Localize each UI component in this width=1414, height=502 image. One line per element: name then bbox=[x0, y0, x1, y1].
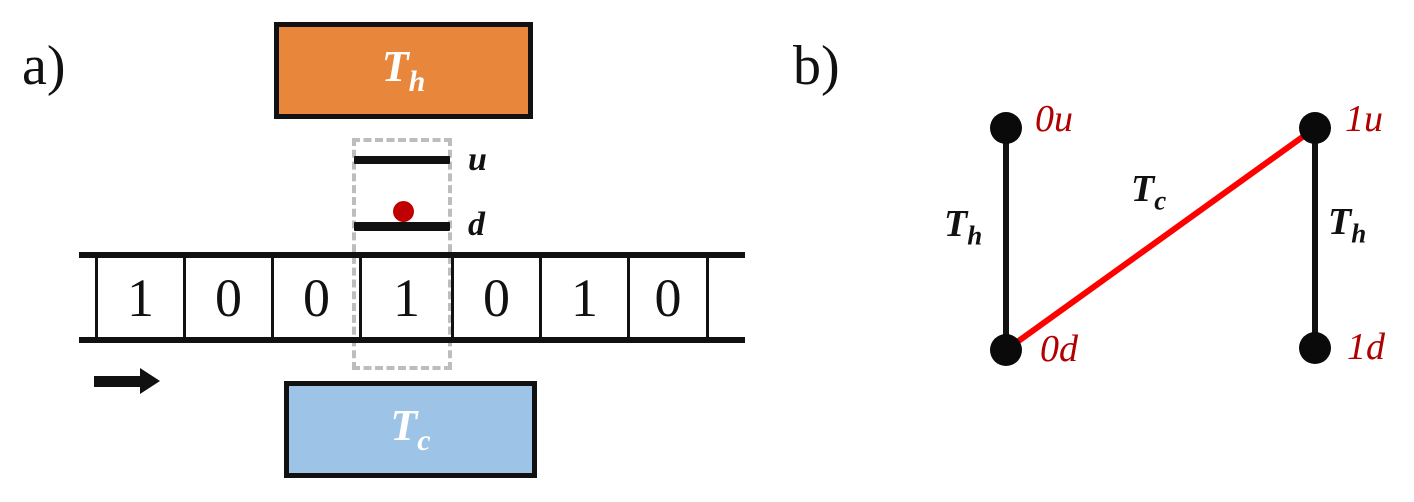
tape-cell[interactable]: 0 bbox=[271, 258, 359, 337]
energy-level-lower-label: d bbox=[468, 206, 485, 243]
hot-reservoir-label: Th bbox=[381, 41, 426, 98]
graph-edge-label-left-th: Th bbox=[944, 205, 982, 250]
tape-cell[interactable]: 1 bbox=[359, 258, 451, 337]
tape-rail-top bbox=[79, 252, 745, 258]
edge-label-right-symbol: T bbox=[1328, 201, 1352, 243]
cold-reservoir-label: Tc bbox=[390, 400, 431, 457]
graph-node-label-0u: 0u bbox=[1035, 98, 1073, 140]
panel-b: b) bbox=[760, 0, 1414, 502]
tape-bit-value: 0 bbox=[215, 267, 242, 328]
graph-node-1u[interactable] bbox=[1299, 112, 1331, 144]
tape-bit-value: 0 bbox=[303, 267, 330, 328]
panel-b-letter: b) bbox=[793, 35, 840, 97]
tape-bit-value: 0 bbox=[654, 267, 682, 328]
graph-edge-label-diagonal-tc: Tc bbox=[1131, 170, 1166, 215]
particle-dot bbox=[393, 201, 414, 222]
arrow-head-icon bbox=[140, 368, 160, 394]
arrow-shaft bbox=[94, 375, 140, 387]
tape-cell[interactable]: 1 bbox=[95, 258, 183, 337]
tape-bit-value: 0 bbox=[483, 267, 510, 328]
tape-cell[interactable]: 0 bbox=[627, 258, 709, 337]
edge-label-diagonal-subscript: c bbox=[1154, 185, 1167, 216]
tape-bit-value: 1 bbox=[571, 267, 598, 328]
hot-reservoir-box: Th bbox=[274, 22, 533, 119]
graph-node-label-1u: 1u bbox=[1345, 98, 1383, 140]
hot-reservoir-symbol: T bbox=[381, 41, 409, 91]
energy-level-lower-bar bbox=[354, 222, 450, 231]
hot-reservoir-subscript: h bbox=[408, 64, 426, 98]
panel-a-letter: a) bbox=[22, 35, 66, 97]
tape-direction-arrow bbox=[94, 368, 160, 394]
graph-node-0u[interactable] bbox=[990, 112, 1022, 144]
tape-bit-value: 1 bbox=[127, 267, 154, 328]
edge-label-left-symbol: T bbox=[944, 203, 968, 245]
cold-reservoir-box: Tc bbox=[284, 381, 537, 478]
edge-label-left-subscript: h bbox=[967, 220, 983, 251]
cold-reservoir-symbol: T bbox=[390, 400, 418, 450]
energy-level-upper-label: u bbox=[468, 141, 487, 178]
tape-rail-bottom bbox=[79, 337, 745, 343]
tape-bit-value: 1 bbox=[393, 267, 420, 328]
tape-cell[interactable]: 0 bbox=[451, 258, 539, 337]
energy-level-upper-bar bbox=[354, 156, 450, 164]
tape-cell[interactable]: 0 bbox=[183, 258, 271, 337]
graph-node-0d[interactable] bbox=[990, 334, 1022, 366]
graph-node-label-1d: 1d bbox=[1347, 326, 1385, 368]
edge-label-diagonal-symbol: T bbox=[1131, 168, 1155, 210]
graph-node-label-0d: 0d bbox=[1040, 328, 1078, 370]
tape-cell[interactable]: 1 bbox=[539, 258, 627, 337]
graph-edge-label-right-th: Th bbox=[1328, 203, 1366, 248]
cold-reservoir-subscript: c bbox=[417, 423, 431, 457]
graph-node-1d[interactable] bbox=[1299, 332, 1331, 364]
edge-label-right-subscript: h bbox=[1351, 218, 1367, 249]
